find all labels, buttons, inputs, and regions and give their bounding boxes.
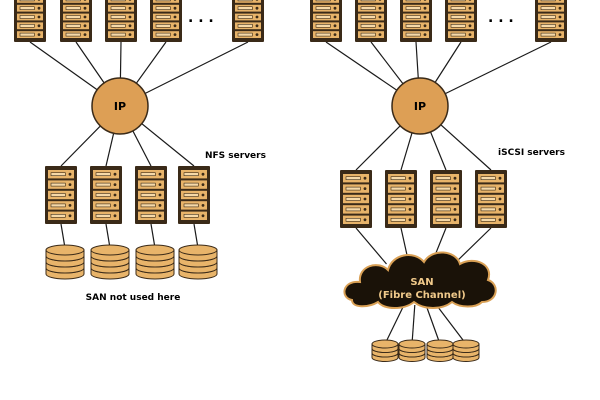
nfs-server	[45, 166, 77, 224]
left-client-server	[14, 0, 46, 42]
connection-line	[425, 304, 441, 345]
connection-line	[435, 304, 467, 345]
right-disk-stack	[426, 339, 454, 362]
left-client-ellipsis: . . .	[188, 10, 214, 26]
left-disk-stack	[135, 244, 175, 280]
iscsi-server	[475, 170, 507, 228]
right-disk-stack	[452, 339, 480, 362]
connection-line	[453, 227, 492, 265]
connection-line	[150, 223, 156, 249]
right-iscsi-network: . . . IP iSCSI servers SAN (Fibre Channe…	[310, 0, 567, 362]
nfs-server	[135, 166, 167, 224]
left-client-server	[150, 0, 182, 42]
iscsi-server	[340, 170, 372, 228]
right-client-server	[310, 0, 342, 42]
right-client-server	[445, 0, 477, 42]
connection-line	[105, 223, 111, 249]
san-cloud: SAN (Fibre Channel)	[343, 251, 497, 309]
right-ip-hub: IP	[391, 77, 449, 135]
left-ip-hub-label: IP	[114, 100, 126, 113]
iscsi-server	[430, 170, 462, 228]
nfs-server	[178, 166, 210, 224]
left-ip-hub: IP	[91, 77, 149, 135]
connection-line	[355, 227, 387, 265]
san-not-used-note: SAN not used here	[86, 293, 181, 303]
right-client-server	[400, 0, 432, 42]
left-client-server	[232, 0, 264, 42]
left-disk-stack	[90, 244, 130, 280]
right-ip-hub-circle	[391, 77, 449, 135]
right-client-row	[310, 0, 567, 42]
right-client-server	[355, 0, 387, 42]
left-client-server	[60, 0, 92, 42]
san-sublabel: (Fibre Channel)	[378, 290, 465, 301]
iscsi-server-row	[340, 170, 507, 228]
san-label: SAN	[410, 277, 433, 288]
connection-line	[193, 223, 199, 249]
left-nfs-network: . . . IP NFS servers SAN not used here	[14, 0, 266, 303]
left-client-server	[105, 0, 137, 42]
connection-line	[60, 223, 66, 249]
left-client-row	[14, 0, 264, 42]
right-disk-stack	[371, 339, 399, 362]
left-disk-stack	[45, 244, 85, 280]
nfs-server	[90, 166, 122, 224]
connection-line	[411, 304, 416, 345]
right-disk-stacks	[371, 339, 480, 362]
right-client-server	[535, 0, 567, 42]
right-disk-stack	[398, 339, 426, 362]
nfs-server-row	[45, 166, 210, 224]
san-cloud-shape	[343, 251, 497, 309]
left-disk-stacks	[45, 244, 218, 280]
nfs-servers-label: NFS servers	[205, 151, 266, 161]
right-client-ellipsis: . . .	[488, 10, 514, 26]
right-ip-hub-label: IP	[414, 100, 426, 113]
left-ip-hub-circle	[91, 77, 149, 135]
iscsi-servers-label: iSCSI servers	[498, 148, 565, 158]
left-disk-stack	[178, 244, 218, 280]
connection-line	[384, 304, 405, 345]
iscsi-server	[385, 170, 417, 228]
